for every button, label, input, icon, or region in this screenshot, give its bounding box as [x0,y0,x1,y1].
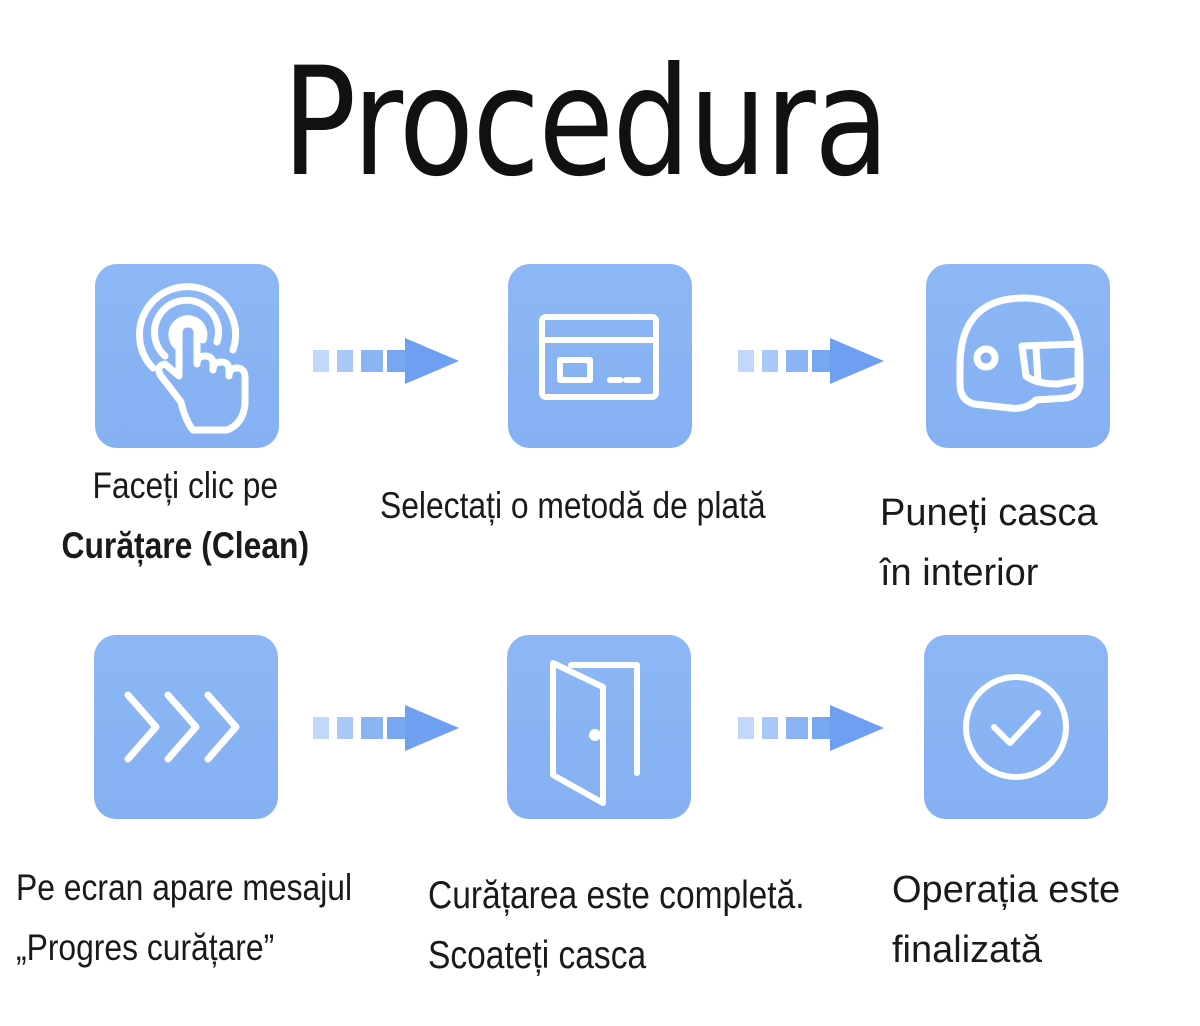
arrow-5-to-6 [738,705,884,751]
step-2-tile [508,264,692,448]
step-5-caption-line-1: Curățarea este completă. [428,874,805,917]
step-1-caption-line-1: Faceți clic pe [92,465,279,506]
helmet-icon [956,294,1084,412]
step-5-caption: Curățarea este completă. Scoateți casca [428,866,805,986]
step-1-caption-line-2: Curățare (Clean) [61,525,310,566]
step-2-caption: Selectați o metodă de plată [380,476,766,536]
arrow-1-to-2 [313,338,459,384]
step-3-caption: Puneți casca în interior [880,483,1098,603]
payment-card-icon [539,314,659,400]
step-4-caption-line-2: „Progres curățare” [16,927,275,968]
step-6-caption-line-1: Operația este [892,869,1121,911]
step-5-caption-line-2: Scoateți casca [428,934,647,977]
step-2-caption-line-1: Selectați o metodă de plată [380,485,766,526]
touch-hand-icon [136,283,249,434]
step-6-caption: Operația este finalizată [892,860,1120,980]
step-3-caption-line-1: Puneți casca [880,492,1098,534]
step-6-caption-line-2: finalizată [892,929,1042,971]
arrow-2-to-3 [738,338,884,384]
arrow-4-to-5 [313,705,459,751]
step-5-tile [507,635,691,819]
page-title: Procedura [282,36,889,210]
open-door-icon [550,660,640,806]
step-4-caption: Pe ecran apare mesajul „Progres curățare… [16,858,352,978]
step-1-tile [95,264,279,448]
step-4-caption-line-1: Pe ecran apare mesajul [16,867,353,908]
step-3-caption-line-2: în interior [880,552,1039,594]
step-1-caption: Faceți clic pe Curățare (Clean) [52,456,319,576]
step-3-tile [926,264,1110,448]
triple-chevron-icon [124,691,240,763]
step-4-tile [94,635,278,819]
step-6-tile [924,635,1108,819]
check-circle-icon [963,674,1069,780]
